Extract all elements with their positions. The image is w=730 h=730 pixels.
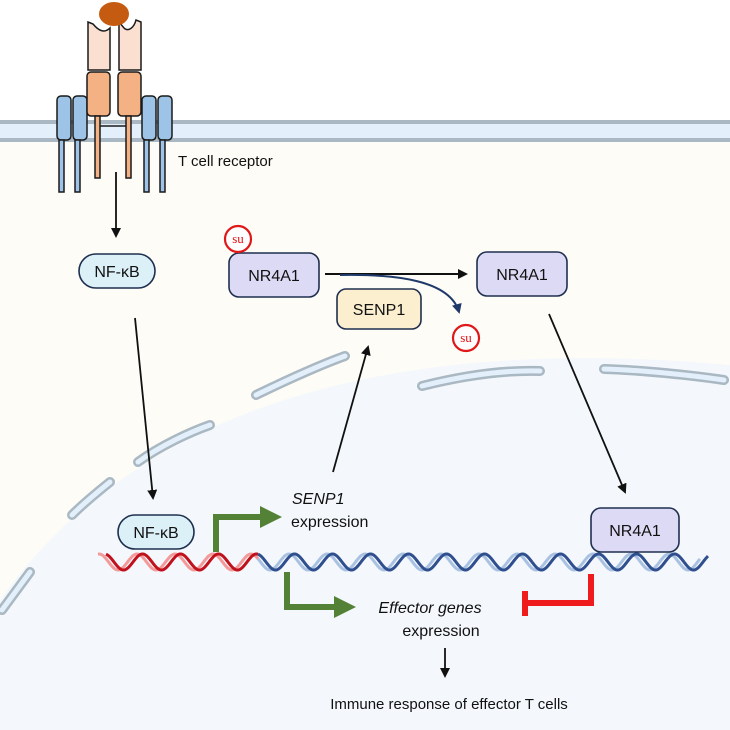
nfkb-cytoplasm-label: NF-κB (94, 264, 139, 281)
dna-helix (97, 552, 710, 572)
nfkb-cytoplasm-node: NF-κB (78, 253, 156, 289)
tcr-beta-variable (118, 18, 142, 71)
nuclear-envelope (0, 351, 729, 615)
nucleus (0, 358, 730, 730)
t-cell-receptor-label: T cell receptor (178, 153, 273, 170)
arrow-sumo-release (339, 273, 462, 314)
nr4a1-sumoylated-label: NR4A1 (248, 268, 300, 285)
nr4a1-nucleus-node: NR4A1 (590, 507, 680, 553)
t-cell-receptor (56, 2, 173, 193)
arrow-nfkb-translocation (134, 317, 158, 500)
dna-promoter-strand (105, 552, 259, 572)
effector-expression-label: expression (402, 623, 479, 640)
outcome-label: Immune response of effector T cells (330, 696, 568, 713)
cd3-subunit (141, 95, 157, 141)
sumo-tag-released: su (451, 323, 481, 353)
nr4a1-sumoylated-node: NR4A1 (228, 252, 320, 298)
senp1-node: SENP1 (336, 288, 422, 330)
dna-gene-strand-light (256, 552, 702, 572)
senp1-expression-label: expression (291, 514, 368, 531)
senp1-label: SENP1 (353, 302, 406, 319)
nr4a1-free-node: NR4A1 (476, 251, 568, 297)
tcr-alpha-variable (87, 20, 111, 71)
cd3-subunit (157, 95, 173, 141)
nr4a1-free-label: NR4A1 (496, 267, 548, 284)
nr4a1-nucleus-label: NR4A1 (609, 523, 661, 540)
inhibition-bar-nr4a1 (522, 574, 594, 616)
arrow-senp1-translation (332, 345, 371, 473)
sumo-icon (223, 224, 253, 254)
activation-arrow-effector (284, 572, 356, 618)
effector-genes-label: Effector genes (378, 600, 481, 617)
antigen-ligand (99, 2, 129, 26)
arrow-nr4a1-translocation (548, 313, 627, 494)
tcr-alpha-constant (86, 71, 111, 117)
sumo-tag-attached: su (223, 224, 253, 254)
plasma-membrane (0, 120, 730, 142)
dna-gene-strand (257, 552, 710, 572)
cd3-subunit (72, 95, 88, 141)
sumo-icon (451, 323, 481, 353)
nfkb-nucleus-node: NF-κB (117, 514, 195, 550)
svg-text:su: su (232, 231, 244, 246)
tcr-beta-constant (117, 71, 142, 117)
cd3-subunit (56, 95, 72, 141)
svg-text:su: su (460, 330, 472, 345)
nfkb-nucleus-label: NF-κB (133, 525, 178, 542)
senp1-gene-label: SENP1 (292, 491, 344, 508)
activation-arrow-senp1 (213, 506, 282, 552)
